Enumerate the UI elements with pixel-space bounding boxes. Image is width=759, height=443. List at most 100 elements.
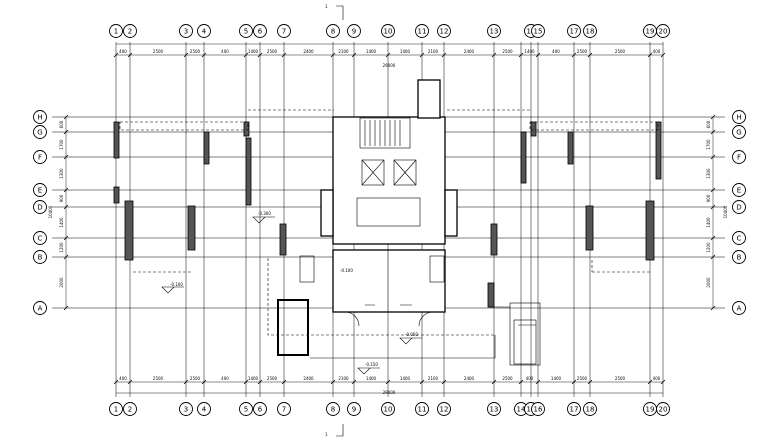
bottom-dimension-label: 400 [653, 376, 661, 381]
bottom-tick [257, 379, 263, 385]
column-bubble-label: 5 [244, 28, 248, 36]
right-dimension-label: 2000 [706, 277, 711, 288]
column-bubble-bottom: 4 [197, 402, 211, 416]
column-bubble-bottom: 5 [239, 402, 253, 416]
bottom-tick [441, 379, 447, 385]
bottom-tick [419, 379, 425, 385]
row-bubble-left: B [33, 250, 47, 264]
lobby [356, 197, 421, 227]
column-bubble-label: 1 [114, 406, 118, 414]
column-bubble-top: 12 [437, 24, 451, 38]
column-bubble-label: 10 [384, 406, 393, 414]
right-tick [710, 235, 716, 241]
section-cut-top: 1 [325, 4, 344, 20]
bottom-dimension-label: 2400 [303, 376, 314, 381]
wall-col17-lower [585, 205, 594, 251]
bottom-dimension-label: 2400 [464, 376, 475, 381]
right-dimension-label: 1200 [706, 242, 711, 253]
top-dimension-label: 2500 [153, 49, 164, 54]
top-total-label: 29000 [383, 63, 396, 68]
top-tick [183, 52, 189, 58]
row-bubble-label: C [38, 235, 43, 243]
column-bubble-top: 3 [179, 24, 193, 38]
column-bubble-label: 7 [282, 28, 286, 36]
left-tick [63, 254, 69, 260]
column-bubble-bottom: 3 [179, 402, 193, 416]
top-dimension-label: 2100 [428, 49, 439, 54]
wall-col14 [520, 131, 527, 184]
right-tick [710, 154, 716, 160]
bottom-dimension-label: 2100 [338, 376, 349, 381]
column-bubble-top: 5 [239, 24, 253, 38]
column-bubble-top: 6 [253, 24, 267, 38]
left-dimension-label: 2000 [59, 277, 64, 288]
column-bubble-bottom: 8 [326, 402, 340, 416]
top-tick [491, 52, 497, 58]
column-bubble-label: 19 [646, 406, 655, 414]
top-tick [535, 52, 541, 58]
column-bubble-bottom: 10 [381, 402, 395, 416]
top-tick [441, 52, 447, 58]
bottom-tick [113, 379, 119, 385]
bottom-tick [243, 379, 249, 385]
column-bubble-top: 8 [326, 24, 340, 38]
bottom-total-label: 29000 [383, 390, 396, 395]
top-dimension-label: 1400 [366, 49, 377, 54]
right-tick [710, 114, 716, 120]
bottom-dimension-label: 2500 [502, 376, 513, 381]
wall-col4-lower [187, 205, 196, 251]
column-bubble-bottom: 19 [643, 402, 657, 416]
row-bubble-left: D [33, 200, 47, 214]
column-bubble-label: 5 [244, 406, 248, 414]
top-tick [587, 52, 593, 58]
bottom-dimension-label: 400 [119, 376, 127, 381]
shaft-left [320, 189, 334, 237]
column-bubble-label: 3 [184, 406, 188, 414]
wall-col15 [530, 121, 537, 137]
elevation-3: -0.050 [405, 332, 418, 337]
column-bubble-top: 1 [109, 24, 123, 38]
row-bubble-right: C [732, 231, 746, 245]
column-bubble-label: 2 [128, 28, 132, 36]
bottom-tick [351, 379, 357, 385]
column-bubble-label: 3 [184, 28, 188, 36]
column-bubble-label: 12 [440, 406, 449, 414]
top-dimension-label: 2400 [464, 49, 475, 54]
left-tick [63, 129, 69, 135]
bottom-dimension-label: 2500 [577, 376, 588, 381]
bottom-tick [587, 379, 593, 385]
elevation-4: -0.150 [365, 362, 378, 367]
wall-col6 [245, 137, 252, 206]
row-bubble-label: D [37, 204, 42, 212]
column-bubble-top: 4 [197, 24, 211, 38]
column-bubble-bottom: 17 [567, 402, 581, 416]
column-bubble-label: 4 [202, 28, 207, 36]
left-dimension-label: 1200 [59, 242, 64, 253]
top-tick [257, 52, 263, 58]
row-bubble-right: F [732, 150, 746, 164]
column-bubble-top: 7 [277, 24, 291, 38]
column-bubble-label: 18 [586, 406, 595, 414]
column-bubble-bottom: 9 [347, 402, 361, 416]
column-bubble-label: 13 [490, 28, 499, 36]
section-cut-label-top: 1 [325, 4, 328, 9]
elevation-1: -0.100 [170, 282, 183, 287]
left-dimension-label: 1300 [59, 168, 64, 179]
bottom-dimension-label: 1400 [400, 376, 411, 381]
row-bubble-left: C [33, 231, 47, 245]
bottom-tick [385, 379, 391, 385]
right-total-label: 10400 [723, 205, 728, 218]
bottom-tick [571, 379, 577, 385]
column-bubble-label: 17 [570, 28, 579, 36]
top-dimension-label: 2500 [502, 49, 513, 54]
column-bubble-top: 18 [583, 24, 597, 38]
column-bubble-top: 20 [656, 24, 670, 38]
top-dimension-label: 400 [552, 49, 560, 54]
wall-right-return [645, 200, 655, 261]
top-dimension-label: 2500 [615, 49, 626, 54]
bottom-dimension-label: 2500 [267, 376, 278, 381]
column-bubble-label: 19 [646, 28, 655, 36]
bottom-tick [127, 379, 133, 385]
column-bubble-top: 2 [123, 24, 137, 38]
bottom-dimension-label: 1400 [248, 376, 259, 381]
